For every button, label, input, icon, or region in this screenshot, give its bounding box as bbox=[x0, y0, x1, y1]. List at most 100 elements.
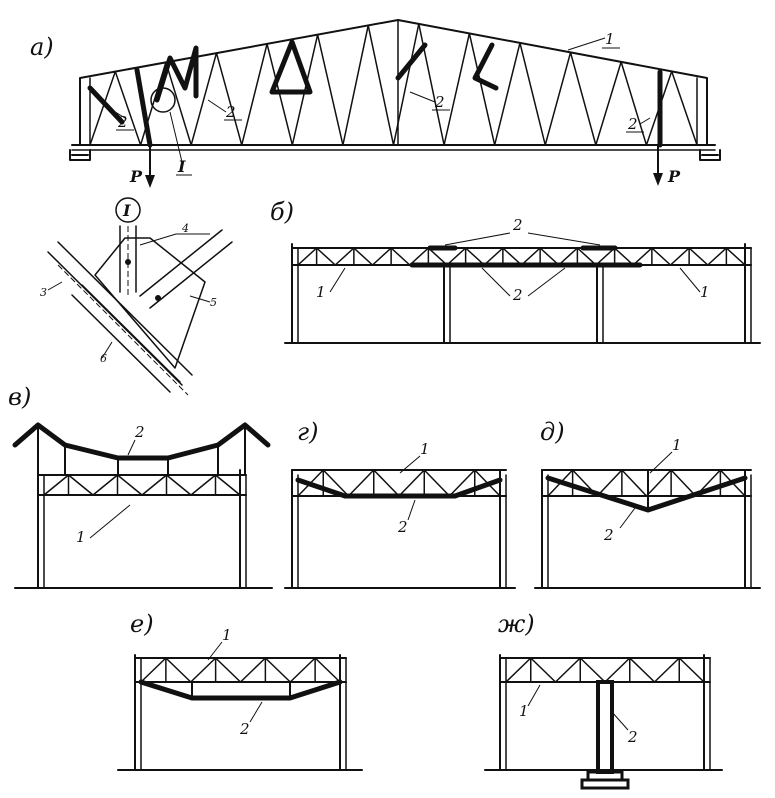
leader-d-1 bbox=[649, 451, 673, 474]
label-detail-ref: I bbox=[177, 157, 186, 176]
label-panel-d: д) bbox=[540, 418, 565, 446]
b-webs-diag bbox=[520, 247, 541, 266]
label-panel-b: б) bbox=[270, 198, 294, 226]
label-zh-1: 1 bbox=[519, 702, 529, 720]
label-detail-3: 3 bbox=[40, 286, 47, 299]
b-webs-diag bbox=[595, 247, 616, 266]
d-webs bbox=[547, 469, 746, 497]
a-web-diag bbox=[114, 70, 142, 146]
zh-webs-diag bbox=[604, 657, 631, 683]
label-v-1: 1 bbox=[76, 528, 86, 546]
a-web-diag bbox=[139, 61, 167, 146]
v-reinforce-cable bbox=[12, 422, 271, 461]
label-a-2d: 2 bbox=[627, 115, 638, 133]
v-webs-diag bbox=[67, 474, 94, 496]
a-web-diag bbox=[493, 42, 521, 146]
g-reinforce bbox=[295, 477, 503, 499]
label-load-right: P bbox=[667, 167, 681, 186]
support-right bbox=[699, 149, 721, 161]
a-web-diag bbox=[519, 42, 546, 146]
reinforce-a-3 bbox=[154, 45, 199, 103]
a-web-diag bbox=[190, 52, 218, 146]
label-detail-6: 6 bbox=[100, 352, 107, 365]
bolt-1 bbox=[125, 259, 131, 265]
detail-node-mark: I bbox=[122, 201, 131, 220]
label-e-2: 2 bbox=[239, 720, 250, 738]
leader-a-2a bbox=[111, 109, 126, 119]
a-web-diag bbox=[342, 24, 369, 146]
b-webs-diag bbox=[334, 247, 355, 266]
leader-e-2 bbox=[249, 701, 263, 723]
leader-b-2a bbox=[444, 232, 511, 246]
a-web-diag bbox=[418, 23, 445, 146]
zh-webs-diag bbox=[579, 657, 606, 683]
d-webs-diag bbox=[596, 469, 623, 497]
panel-g-tie: г) 1 2 bbox=[291, 418, 507, 589]
b-webs-diag bbox=[725, 247, 746, 266]
b-webs-diag bbox=[371, 247, 392, 266]
b-webs-diag bbox=[353, 247, 374, 266]
leader-a-2c bbox=[409, 91, 436, 103]
panel-b-continuous: б) 2 2 1 1 bbox=[270, 198, 752, 344]
e-webs bbox=[140, 657, 341, 683]
zh-webs-diag bbox=[530, 657, 557, 683]
e-webs-diag bbox=[140, 657, 167, 683]
label-g-1: 1 bbox=[420, 440, 430, 458]
leader-g-1 bbox=[399, 455, 421, 474]
e-webs-diag bbox=[190, 657, 217, 683]
diag-right-a bbox=[139, 229, 223, 297]
g-webs-diag bbox=[322, 469, 350, 497]
label-b-2-bottom: 2 bbox=[512, 286, 523, 304]
leader-zh-2 bbox=[611, 711, 629, 731]
b-webs-diag bbox=[707, 247, 728, 266]
a-web-diag bbox=[569, 51, 597, 146]
support-left bbox=[69, 149, 91, 161]
v-webs-diag bbox=[92, 474, 119, 496]
b-webs-diag bbox=[613, 247, 634, 266]
label-a-1: 1 bbox=[605, 30, 615, 48]
leader-e-1 bbox=[207, 641, 223, 661]
b-webs-diag bbox=[427, 247, 448, 266]
leader-a-1 bbox=[567, 37, 606, 51]
reinforce-a-4 bbox=[269, 39, 313, 95]
label-e-1: 1 bbox=[222, 626, 232, 644]
a-web-diag bbox=[595, 61, 622, 146]
reinforce-a-6 bbox=[472, 42, 499, 91]
zh-webs-diag bbox=[678, 657, 705, 683]
e-reinforce bbox=[138, 679, 343, 701]
b-webs-diag bbox=[297, 247, 318, 266]
zh-webs-diag bbox=[629, 657, 656, 683]
b-webs-diag bbox=[669, 247, 690, 266]
g-webs-diag bbox=[398, 469, 425, 497]
leader-detail-3 bbox=[47, 281, 63, 291]
a-web-diag bbox=[316, 33, 344, 146]
load-arrowhead-right bbox=[653, 173, 663, 186]
label-v-2: 2 bbox=[134, 423, 145, 441]
b-webs-diag bbox=[558, 247, 579, 266]
panel-d-strut: д) 1 2 bbox=[540, 418, 752, 589]
b-webs-diag bbox=[576, 247, 597, 266]
leader-d-2 bbox=[619, 507, 636, 529]
v-webs-diag bbox=[165, 474, 192, 496]
e-webs-diag bbox=[214, 657, 242, 683]
b-webs-diag bbox=[464, 247, 485, 266]
d-webs-diag bbox=[645, 469, 672, 497]
reinforce-a-5 bbox=[395, 42, 428, 81]
a-web-diag bbox=[215, 52, 243, 146]
label-d-1: 1 bbox=[672, 436, 682, 454]
leader-g-2 bbox=[407, 499, 416, 521]
e-webs-diag bbox=[165, 657, 192, 683]
detail-circle-a bbox=[150, 87, 176, 113]
label-load-left: P bbox=[129, 167, 143, 186]
chord-b bbox=[57, 241, 193, 376]
b-webs-diag bbox=[651, 247, 672, 266]
bolt-2 bbox=[155, 295, 161, 301]
label-panel-v: в) bbox=[8, 383, 31, 411]
leader-detail-4a bbox=[139, 233, 177, 246]
load-arrowhead-left bbox=[145, 175, 155, 188]
detail-node-circle bbox=[115, 197, 141, 223]
panel-v-cable: в) 2 1 bbox=[8, 383, 271, 589]
zh-reinforce-column bbox=[596, 680, 614, 774]
e-webs-diag bbox=[289, 657, 316, 683]
